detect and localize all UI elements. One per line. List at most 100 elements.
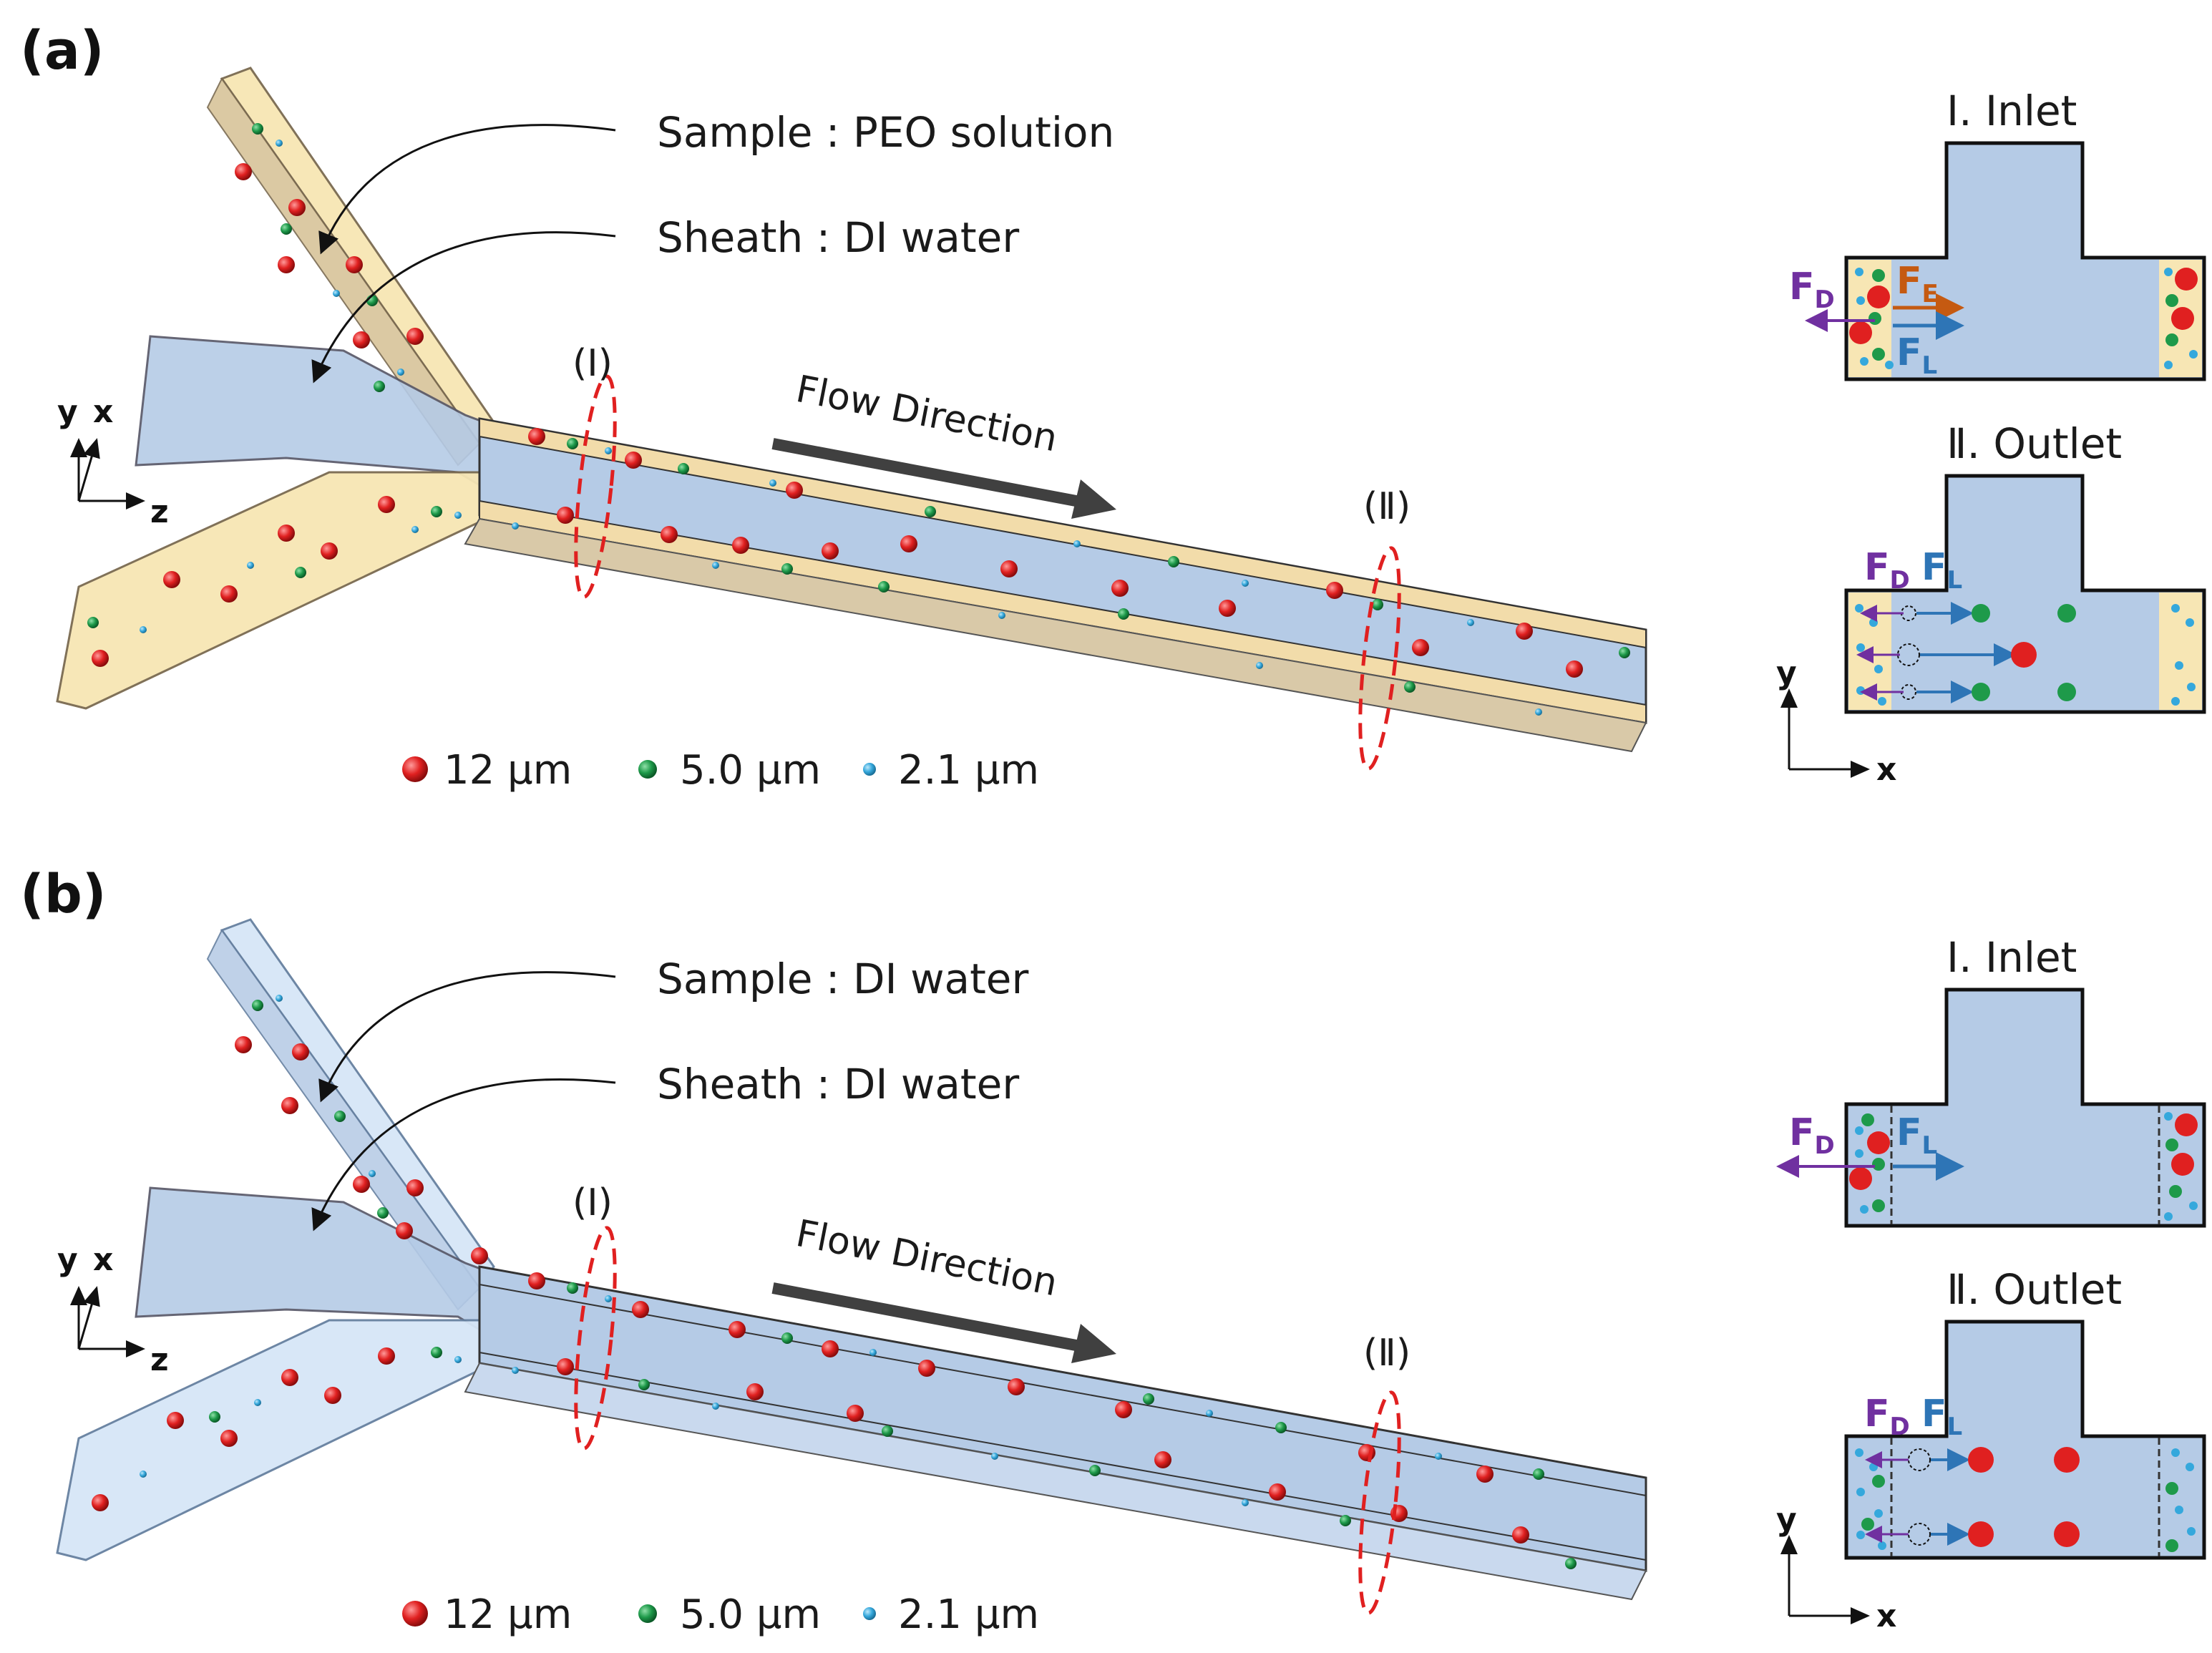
particle-5um xyxy=(431,506,442,517)
particle-12um xyxy=(167,1412,184,1429)
particle-12um xyxy=(2175,1113,2198,1136)
force-drag-label: FD xyxy=(1864,546,1910,595)
inlet-title: Ⅰ. Inlet xyxy=(1947,933,2077,982)
axis-x xyxy=(77,1286,100,1350)
particle-12um xyxy=(278,525,295,542)
force-drag-label: FD xyxy=(1864,1393,1910,1441)
particle-5um xyxy=(252,123,263,135)
particle-12um xyxy=(324,1387,341,1404)
section-markers-b: (Ⅰ) (Ⅱ) xyxy=(573,1181,1410,1615)
particle-12um xyxy=(1269,1483,1286,1501)
particle-2um xyxy=(991,1453,998,1460)
particle-12um xyxy=(278,256,295,273)
particle-5um xyxy=(2165,1138,2178,1151)
main-channel-bottom-face xyxy=(464,1362,1647,1601)
particle-2um xyxy=(1855,1448,1863,1457)
particle-5um xyxy=(377,1207,389,1219)
particle-5um xyxy=(882,1425,893,1437)
particle-12um xyxy=(661,526,678,543)
particle-2um xyxy=(1856,296,1865,305)
particle-5um xyxy=(2165,333,2178,346)
section-2-label: (Ⅱ) xyxy=(1363,485,1410,528)
microchannel-3d xyxy=(56,67,1647,753)
particle-2um xyxy=(454,512,462,519)
particle-2um xyxy=(2189,1201,2198,1210)
legend-label-2um: 2.1 μm xyxy=(898,747,1039,794)
main-channel-sample-band-top xyxy=(479,417,1647,649)
outlet-cross-section-b: Ⅱ. Outlet xyxy=(1776,1265,2206,1634)
particle-2um xyxy=(369,1170,376,1177)
particle-12um xyxy=(1516,623,1533,640)
particle-12um xyxy=(900,535,917,552)
sheath-callout: Sheath : DI water xyxy=(657,1060,1019,1108)
axis-z-label: z xyxy=(150,1342,169,1378)
particle-12um xyxy=(557,507,574,524)
particle-12um xyxy=(1968,1521,1994,1547)
axis-x-label: x xyxy=(1876,751,1896,788)
legend-label-2um: 2.1 μm xyxy=(898,1591,1039,1638)
particle-2um xyxy=(1869,1463,1878,1471)
section-1-plane xyxy=(574,374,617,599)
particle-5um xyxy=(1565,1558,1577,1569)
particle-5um xyxy=(209,1411,220,1423)
particle-12um xyxy=(346,256,363,273)
particle-2um xyxy=(2164,361,2173,369)
particle-2um xyxy=(1435,1453,1442,1460)
axis-y-label: y xyxy=(1776,655,1797,691)
particle-12um xyxy=(1326,582,1343,599)
legend-marker-2um xyxy=(863,1607,876,1620)
particle-12um xyxy=(2175,268,2198,291)
particle-5um xyxy=(925,506,936,517)
force-drag-label: FD xyxy=(1789,265,1835,314)
sheath-callout: Sheath : DI water xyxy=(657,213,1019,262)
particle-5um xyxy=(638,1379,650,1390)
particle-12um xyxy=(1476,1466,1494,1483)
particle-12um xyxy=(471,1247,488,1264)
force-drag-label: FD xyxy=(1789,1111,1835,1160)
particle-2um xyxy=(2187,1527,2196,1536)
outlet-sample-right xyxy=(2159,593,2202,710)
panel-b: (b) xyxy=(20,864,2206,1638)
particle-5um xyxy=(1118,608,1129,620)
particle-2um xyxy=(869,1349,877,1356)
sheath-leader xyxy=(311,231,616,384)
particle-12um xyxy=(2011,642,2037,668)
particles-b xyxy=(92,995,1577,1569)
particle-12um xyxy=(288,199,306,216)
particle-12um xyxy=(1968,1447,1994,1473)
section-2-plane xyxy=(1358,1390,1401,1615)
particle-12um xyxy=(918,1360,935,1377)
particle-5um xyxy=(1619,647,1630,658)
particle-12um xyxy=(822,1340,839,1357)
panel-label: (a) xyxy=(20,20,104,82)
particle-2um xyxy=(1856,686,1865,695)
particle-12um xyxy=(2054,1447,2080,1473)
particle-12um xyxy=(746,1383,764,1400)
particle-2um xyxy=(2164,1212,2173,1221)
axis-z-label: z xyxy=(150,494,169,530)
particles-a xyxy=(87,123,1630,716)
particle-5um xyxy=(1533,1468,1544,1480)
particle-2um xyxy=(1855,604,1863,613)
particle-12um xyxy=(1849,1167,1872,1190)
axis-x-label: x xyxy=(93,1242,113,1278)
particle-2um xyxy=(1878,697,1886,706)
particle-2um xyxy=(1860,1205,1868,1214)
particle-5um xyxy=(1168,556,1179,567)
particle-2um xyxy=(454,1356,462,1363)
particle-2um xyxy=(1885,361,1894,369)
callouts-b: Sample : DI water Sheath : DI water xyxy=(311,955,1028,1232)
sample-leader xyxy=(318,971,616,1103)
main-channel-bottom-face xyxy=(464,517,1647,753)
flow-arrow-head xyxy=(1071,1324,1116,1363)
axes-3d-a: y x z xyxy=(57,394,169,530)
particle-12um xyxy=(378,496,395,513)
particle-2um xyxy=(1856,643,1865,652)
axis-y-label: y xyxy=(57,394,78,430)
particle-5um xyxy=(1872,1158,1885,1171)
particle-2um xyxy=(2187,683,2196,691)
legend-marker-2um xyxy=(863,763,876,776)
particle-5um xyxy=(878,581,890,593)
axis-x xyxy=(77,438,100,502)
outlet-t-shape xyxy=(1844,474,2206,714)
